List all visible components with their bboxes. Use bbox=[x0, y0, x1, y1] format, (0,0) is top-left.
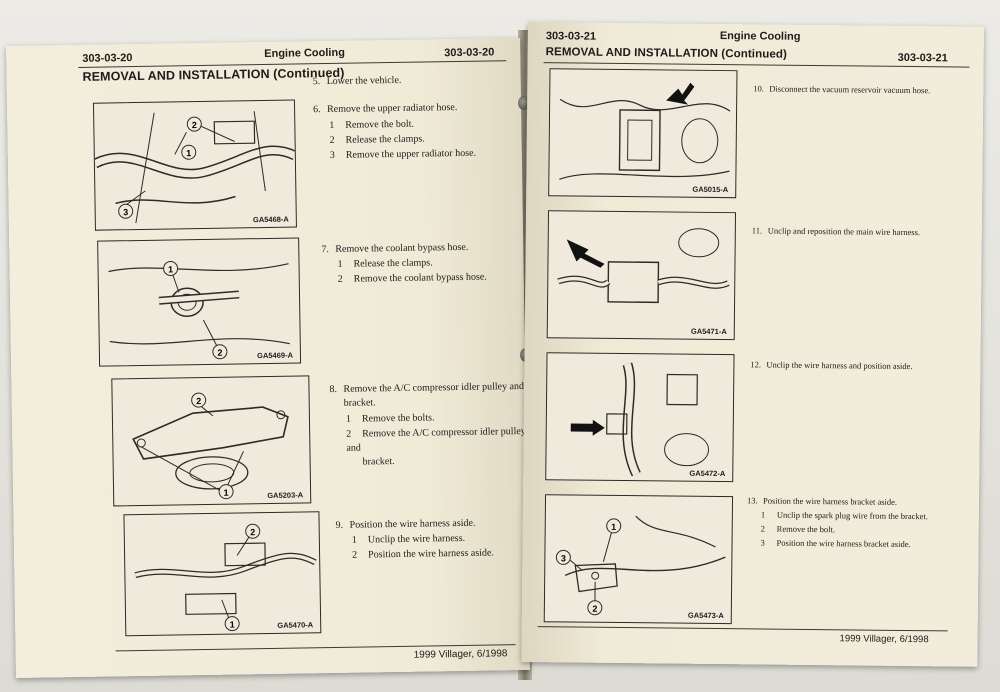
step-9: 9.Position the wire harness aside. bbox=[335, 517, 476, 531]
callout-layer: 1 3 2 bbox=[555, 518, 622, 616]
figure-coolant-bypass-hose: 1 2 GA5469-A bbox=[97, 237, 302, 367]
right-page: 303-03-21 Engine Cooling 303-03-21 REMOV… bbox=[521, 22, 984, 667]
vacuum-hose-illustration bbox=[559, 82, 731, 180]
hose-illustration bbox=[93, 111, 296, 224]
harness-bracket-illustration bbox=[564, 515, 726, 604]
callout-3: 3 bbox=[123, 207, 128, 217]
right-page-header: 303-03-21 Engine Cooling 303-03-21 bbox=[528, 28, 984, 64]
callout-2: 2 bbox=[192, 120, 197, 130]
page-number-left: 303-03-20 bbox=[82, 52, 133, 65]
main-harness-illustration bbox=[557, 228, 730, 304]
step-8: 8.Remove the A/C compressor idler pulley… bbox=[329, 380, 525, 409]
figure-code: GA5472-A bbox=[688, 468, 727, 479]
callout-1: 1 bbox=[168, 264, 173, 274]
figure-code: GA5203-A bbox=[266, 490, 305, 501]
figure-wire-harness-aside: GA5472-A bbox=[545, 352, 735, 483]
step-7: 7.Remove the coolant bypass hose. bbox=[321, 241, 469, 256]
page-number-right: 303-03-21 bbox=[897, 51, 948, 65]
callout-1: 1 bbox=[230, 620, 235, 630]
page-number-left: 303-03-21 bbox=[545, 30, 597, 43]
step-12: 12.Unclip the wire harness and position … bbox=[750, 359, 913, 372]
chapter-title: Engine Cooling bbox=[264, 46, 345, 61]
callout-layer: 2 1 bbox=[191, 392, 234, 500]
figure-code: GA5473-A bbox=[686, 610, 725, 621]
chapter-title: Engine Cooling bbox=[719, 30, 801, 43]
figure-main-wire-harness: GA5471-A bbox=[546, 210, 737, 341]
callout-2: 2 bbox=[250, 527, 255, 537]
footer-edition: 1999 Villager, 6/1998 bbox=[413, 648, 508, 661]
callout-layer: 1 2 bbox=[163, 261, 228, 360]
callout-2: 2 bbox=[592, 604, 597, 614]
callout-2: 2 bbox=[196, 396, 201, 406]
step-6: 6.Remove the upper radiator hose. bbox=[313, 101, 458, 116]
left-page: 303-03-20 Engine Cooling 303-03-20 REMOV… bbox=[6, 38, 530, 678]
figure-code: GA5471-A bbox=[689, 326, 728, 337]
figure-vacuum-hose: GA5015-A bbox=[548, 68, 738, 199]
harness-aside-illustration bbox=[570, 362, 710, 477]
section-title: REMOVAL AND INSTALLATION (Continued) bbox=[82, 65, 345, 84]
callout-3: 3 bbox=[561, 553, 566, 563]
footer-edition: 1999 Villager, 6/1998 bbox=[839, 633, 929, 646]
figure-code: GA5469-A bbox=[256, 350, 295, 361]
step-5: 5.Lower the vehicle. bbox=[312, 74, 402, 88]
callout-layer: 2 1 bbox=[224, 523, 261, 632]
figure-upper-radiator-hose: 2 1 3 GA5468-A bbox=[92, 99, 297, 231]
figure-harness-bracket: 1 3 2 GA5473-A bbox=[543, 494, 734, 625]
callout-1: 1 bbox=[224, 488, 229, 498]
figure-code: GA5015-A bbox=[691, 184, 730, 195]
callout-1: 1 bbox=[611, 522, 616, 532]
page-number-right: 303-03-20 bbox=[444, 46, 495, 60]
figure-idler-pulley-bracket: 2 1 GA5203-A bbox=[111, 375, 312, 507]
section-title: REMOVAL AND INSTALLATION (Continued) bbox=[545, 46, 787, 61]
figure-wire-harness: 2 1 GA5470-A bbox=[123, 511, 322, 637]
callout-2: 2 bbox=[217, 348, 222, 358]
footer-rule bbox=[537, 626, 948, 632]
step-13: 13.Position the wire harness bracket asi… bbox=[746, 495, 898, 507]
callout-1: 1 bbox=[186, 148, 191, 158]
figure-code: GA5468-A bbox=[251, 214, 290, 225]
bypass-hose-illustration bbox=[108, 263, 290, 349]
step-11: 11.Unclip and reposition the main wire h… bbox=[751, 225, 921, 238]
step-10: 10.Disconnect the vacuum reservoir vacuu… bbox=[753, 83, 931, 96]
wire-harness-illustration bbox=[134, 537, 317, 622]
figure-code: GA5470-A bbox=[276, 620, 315, 630]
callout-layer: 2 1 3 bbox=[118, 116, 202, 219]
